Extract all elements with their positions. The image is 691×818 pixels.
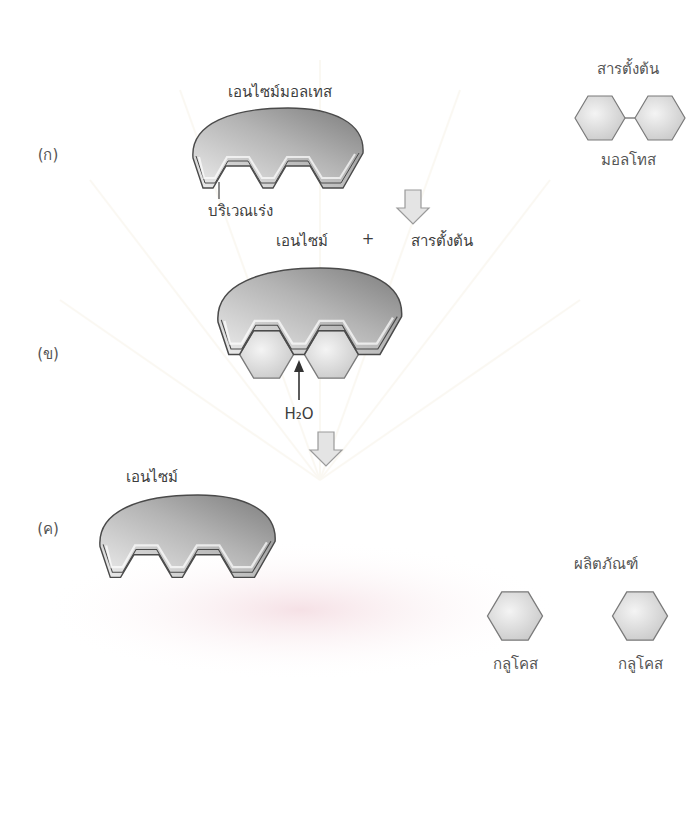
glycosidic-bond: [625, 117, 635, 118]
enzyme-shape: [193, 108, 363, 188]
substrate-name: มอลโทส: [601, 151, 656, 171]
glucose-ring: [575, 96, 625, 140]
active-site-label: บริเวณเร่ง: [208, 202, 273, 222]
substrate-label: สารตั้งต้น: [597, 60, 659, 80]
glucose-ring: [488, 592, 543, 640]
watermark-rays: [60, 60, 580, 480]
enzyme-shape: [218, 268, 402, 354]
water-arrow: [298, 370, 300, 400]
glucose-ring: [613, 592, 668, 640]
enzyme-shape: [100, 495, 275, 577]
enzyme-name: เอนไซม์มอลเทส: [228, 83, 332, 103]
stage-letter: (ก): [38, 146, 59, 166]
step-arrow: [310, 432, 342, 466]
arrow-head: [294, 360, 304, 372]
leader-line: [218, 182, 219, 199]
product-label: ผลิตภัณฑ์: [574, 555, 638, 575]
enzyme-label: เอนไซม์: [276, 232, 328, 252]
enzyme-label: เอนไซม์: [126, 468, 178, 488]
stage-letter: (ค): [37, 520, 59, 540]
product-name: กลูโคส: [618, 655, 663, 675]
glucose-ring: [635, 96, 685, 140]
plus-sign: +: [362, 230, 375, 250]
step-arrow: [397, 190, 429, 224]
water-label: H₂O: [284, 405, 313, 425]
substrate-label: สารตั้งต้น: [411, 232, 473, 252]
stage-letter: (ข): [37, 345, 59, 365]
product-name: กลูโคส: [493, 655, 538, 675]
